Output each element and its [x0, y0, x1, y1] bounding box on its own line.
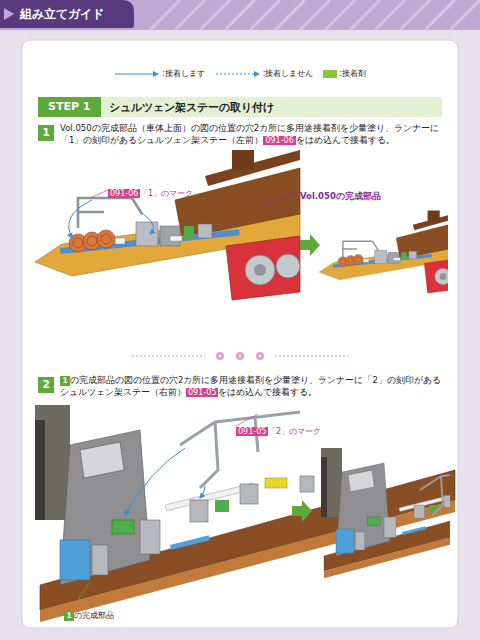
legend-text: :接着しません: [263, 68, 314, 79]
step-band: STEP 1シュルツェン架ステーの取り付け: [38, 97, 442, 117]
legend-text: :接着します: [162, 68, 205, 79]
legend-line-sample: [215, 70, 261, 78]
callout: 091-06: [108, 181, 140, 200]
legend: :接着します :接着しません :接着剤: [0, 68, 480, 79]
part-number: 091-06: [108, 189, 140, 198]
part-number: 091-06: [263, 136, 295, 145]
part-number: 091-05: [186, 388, 218, 397]
part-number: 091-05: [236, 427, 268, 436]
ref-number: 1: [64, 611, 74, 621]
step-label: STEP 1: [38, 97, 101, 117]
callout: 「1」のマーク: [140, 181, 193, 200]
legend-swatch: [323, 70, 337, 78]
callout: 091-05: [236, 419, 268, 438]
guide-title: 組み立てガイド: [20, 6, 104, 23]
instruction-text: をはめ込んで接着する。: [296, 135, 395, 145]
legend-item: :接着剤: [323, 68, 366, 79]
callout: Vol.050の完成部品: [300, 184, 381, 203]
step-number-box: 1: [38, 125, 54, 141]
callout: 1の完成部品: [64, 603, 114, 622]
step-number-box: 2: [38, 377, 54, 393]
legend-line-sample: [114, 70, 160, 78]
part-name: の完成部品: [74, 611, 114, 620]
step-number: 2: [42, 378, 50, 391]
step-number: 1: [42, 126, 50, 139]
part-name: Vol.050の完成部品: [300, 191, 381, 201]
instruction: Vol.050の完成部品（車体上面）の図の位置の穴2カ所に多用途接着剤を少量塗り…: [60, 123, 444, 147]
legend-item: :接着しません: [215, 68, 314, 79]
mark-note: 「2」のマーク: [268, 427, 321, 436]
instruction-text: をはめ込んで接着する。: [218, 387, 317, 397]
ref-number: 1: [60, 376, 70, 386]
step-heading: シュルツェン架ステーの取り付け: [101, 100, 274, 115]
legend-item: :接着します: [114, 68, 205, 79]
mark-note: 「1」のマーク: [140, 189, 193, 198]
instruction: 1の完成部品の図の位置の穴2カ所に多用途接着剤を少量塗り、ランナーに「2」の刻印…: [60, 375, 444, 399]
legend-text: :接着剤: [339, 68, 366, 79]
callout: 「2」のマーク: [268, 419, 321, 438]
